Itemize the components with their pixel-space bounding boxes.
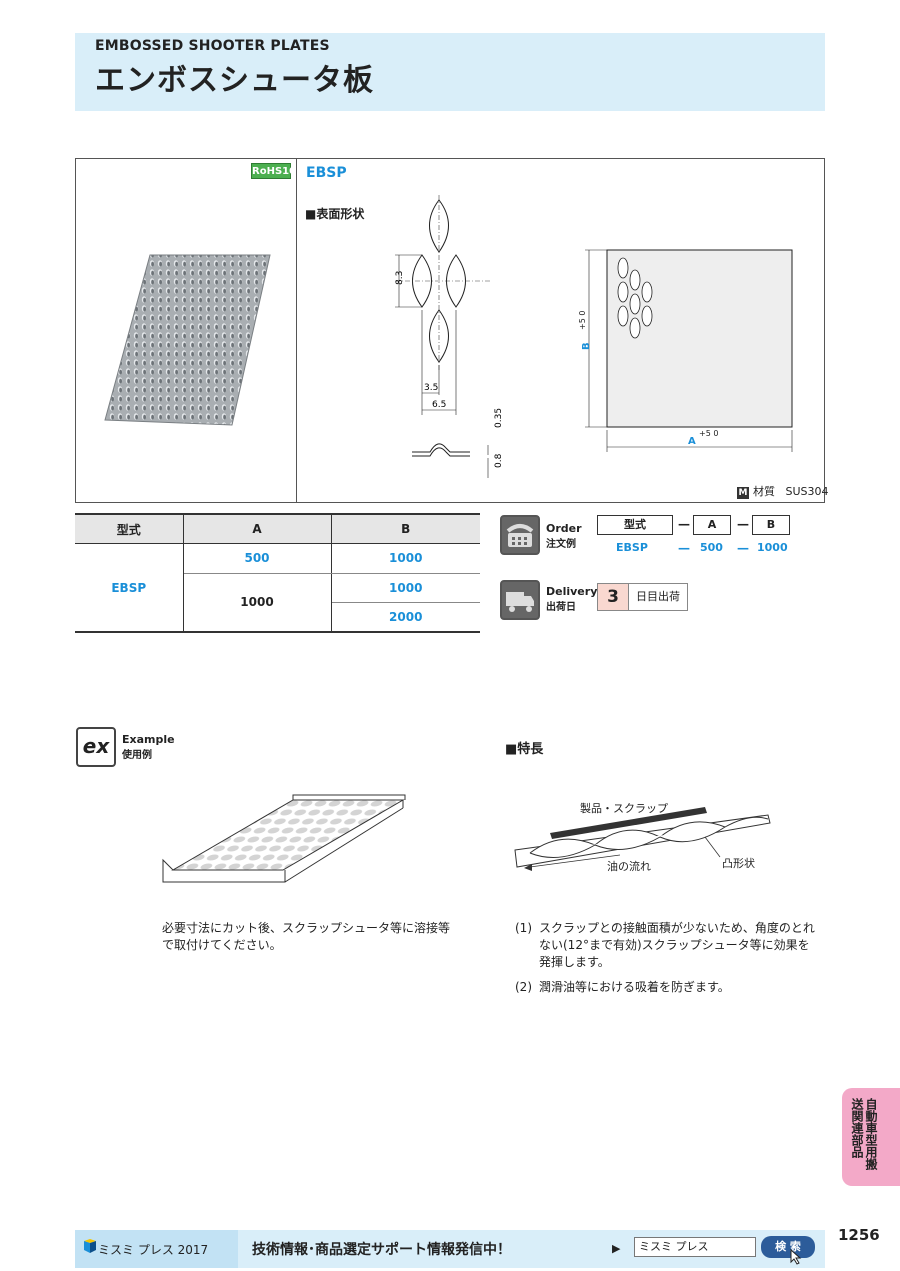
- header-type: 型式: [75, 513, 184, 544]
- order-header-b: B: [752, 515, 790, 535]
- example-illustration: [162, 794, 406, 883]
- order-dash: —: [737, 517, 749, 531]
- table-header-row: 型式 A B: [75, 513, 480, 544]
- order-header-type: 型式: [597, 515, 673, 535]
- list-item: (2) 潤滑油等における吸着を防ぎます。: [515, 979, 815, 996]
- search-input[interactable]: ミスミ プレス: [634, 1237, 756, 1257]
- product-frame: [75, 158, 825, 503]
- list-item-text: スクラップとの接触面積が少ないため、角度のとれない(12°まで有効)スクラップシ…: [539, 921, 815, 969]
- example-label-ja: 使用例: [122, 750, 152, 761]
- product-photo: [104, 254, 271, 426]
- table-row: 1000 1000: [75, 573, 480, 633]
- phone-order-icon: [500, 515, 540, 555]
- example-icon: ex: [76, 727, 116, 767]
- order-dash: —: [678, 541, 690, 555]
- list-item-text: 潤滑油等における吸着を防ぎます。: [539, 980, 730, 994]
- truck-delivery-icon: [500, 580, 540, 620]
- dim-height: 8.3: [395, 271, 405, 285]
- caption-product-scrap: 製品・スクラップ: [580, 802, 668, 815]
- title-english: EMBOSSED SHOOTER PLATES: [95, 38, 330, 54]
- triangle-right-icon: ▶: [612, 1242, 621, 1255]
- material-label: 材質: [753, 485, 775, 498]
- rohs-badge: RoHS10: [251, 163, 296, 179]
- order-value-type: EBSP: [616, 541, 648, 554]
- footer-brand-area: [75, 1230, 238, 1268]
- order-value-a: 500: [700, 541, 723, 554]
- order-label-ja: 注文例: [546, 539, 576, 550]
- list-item-number: (1): [515, 921, 532, 935]
- features-illustration: [514, 807, 771, 871]
- order-header-a: A: [693, 515, 731, 535]
- side-category-tab[interactable]: [842, 1088, 900, 1186]
- delivery-label-ja: 出荷日: [546, 602, 576, 613]
- dim-thickness-bottom: 0.8: [494, 453, 504, 468]
- footer-message: 技術情報･商品選定サポート情報発信中！: [252, 1242, 511, 1258]
- order-dash: —: [737, 541, 749, 555]
- title-japanese: エンボスシュータ板: [95, 63, 374, 98]
- table-row: 2000: [75, 602, 480, 633]
- caption-convex-shape: 凸形状: [722, 857, 755, 870]
- order-dash: —: [678, 517, 690, 531]
- spec-table: 型式 A B EBSP 500 1000 1000 1000 2000: [75, 513, 480, 633]
- b-cell: 1000: [331, 543, 480, 574]
- material-icon: M: [737, 487, 749, 499]
- surface-shape-label: ■表面形状: [305, 207, 365, 221]
- b-cell: 1000: [331, 573, 480, 603]
- page-number: 1256: [838, 1226, 880, 1244]
- type-cell: EBSP: [75, 543, 184, 633]
- footer-brand-text: ミスミ プレス 2017: [98, 1243, 209, 1257]
- example-label-en: Example: [122, 733, 175, 746]
- dim-b-tolerance: +5 0: [578, 311, 587, 330]
- header-a: A: [183, 513, 332, 544]
- list-item: (1) スクラップとの接触面積が少ないため、角度のとれない(12°まで有効)スク…: [515, 920, 815, 971]
- product-code-title: EBSP: [306, 165, 347, 181]
- dim-a-tolerance: +5 0: [699, 429, 718, 438]
- table-row: EBSP 500 1000: [75, 543, 480, 633]
- frame-divider: [296, 158, 297, 503]
- example-description: 必要寸法にカット後、スクラップシュータ等に溶接等で取付けてください。: [162, 921, 451, 952]
- search-button[interactable]: 検 索: [761, 1236, 815, 1258]
- order-label: Order 注文例: [546, 522, 582, 550]
- cursor-pointer-icon: [790, 1249, 802, 1265]
- header-band: [75, 33, 825, 111]
- delivery-suffix: 日目出荷: [628, 583, 688, 611]
- misumi-logo-icon: [84, 1239, 96, 1253]
- dim-inner-width: 3.5: [424, 383, 438, 393]
- header-b: B: [331, 513, 480, 544]
- dim-outer-width: 6.5: [432, 400, 446, 410]
- order-label-en: Order: [546, 522, 582, 535]
- dim-thickness-top: 0.35: [494, 408, 504, 428]
- features-title: ■特長: [505, 742, 544, 757]
- order-value-b: 1000: [757, 541, 788, 554]
- surface-shape-drawing: 8.3 3.5 6.5 0.35 0.8: [395, 195, 504, 478]
- b-cell: 2000: [331, 602, 480, 633]
- delivery-label-en: Delivery: [546, 585, 598, 598]
- side-category-label: 自動車型用搬送関連部品: [850, 1098, 878, 1170]
- plate-dimension-drawing: B +5 0 A +5 0: [578, 249, 793, 452]
- a-cell: 500: [183, 543, 332, 574]
- dim-b-label: B: [581, 342, 592, 350]
- material-info: M 材質 SUS304: [737, 483, 829, 499]
- list-item-number: (2): [515, 980, 532, 994]
- delivery-days: 3: [597, 583, 629, 611]
- delivery-label: Delivery 出荷日: [546, 585, 597, 613]
- material-value: SUS304: [785, 485, 829, 498]
- a-cell: 1000: [183, 573, 332, 633]
- dim-a-label: A: [688, 436, 696, 447]
- example-label: Example 使用例: [122, 733, 175, 761]
- features-list: (1) スクラップとの接触面積が少ないため、角度のとれない(12°まで有効)スク…: [515, 920, 815, 1004]
- caption-oil-flow: 油の流れ: [607, 860, 651, 873]
